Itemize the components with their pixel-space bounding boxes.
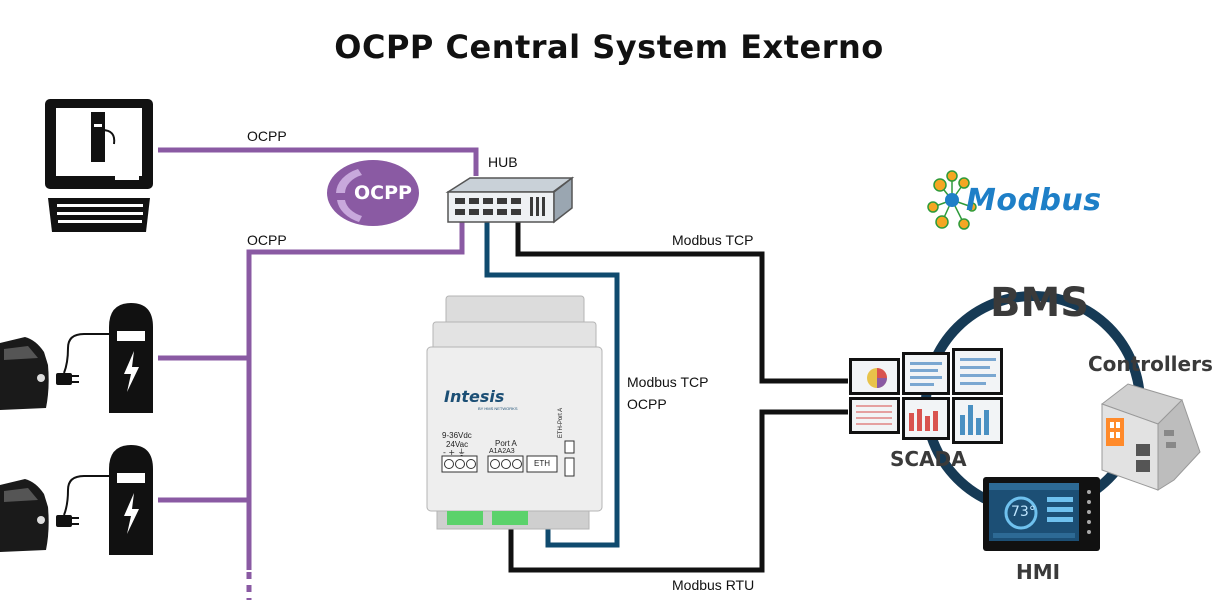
modbus-logo-text: Modbus <box>966 183 1102 218</box>
hmi-panel-icon <box>983 477 1100 551</box>
ocpp-top-label: OCPP <box>247 128 287 144</box>
scada-label: SCADA <box>890 447 967 471</box>
power-spec-2: 24Vac <box>446 440 469 449</box>
power-symbols: - + ⏚ <box>443 448 466 457</box>
modbus-rtu-label: Modbus RTU <box>672 577 755 593</box>
intesis-brand: Intesis <box>444 387 505 406</box>
port-a-pins: A1A2A3 <box>489 448 515 455</box>
modbus-tcp-side-label: Modbus TCP <box>627 374 709 390</box>
hub-label: HUB <box>488 154 518 170</box>
modbus-tcp-link-hub-to-scada <box>515 222 848 384</box>
network-hub-icon <box>445 176 575 224</box>
ocpp-side-label: OCPP <box>627 396 667 412</box>
eth-port-label: ETH-Port A <box>558 407 565 439</box>
controllers-label: Controllers <box>1088 352 1213 376</box>
central-system-computer-icon <box>45 99 153 232</box>
ocpp-logo-text: OCPP <box>354 182 412 204</box>
hmi-temperature: 73° <box>1011 504 1036 520</box>
intesis-gateway-device <box>426 295 603 530</box>
eth-label: ETH <box>534 459 550 468</box>
ocpp-link-hub-to-chargers <box>246 220 465 570</box>
power-spec-1: 9-36Vdc <box>442 431 472 440</box>
modbus-rtu-link-gateway-to-scada <box>508 409 848 573</box>
port-a-terminal <box>487 455 524 473</box>
diagram-title: OCPP Central System Externo <box>334 28 884 66</box>
modbus-tcp-link-hub-to-gateway <box>484 222 620 548</box>
controller-plc-icon <box>1100 383 1201 491</box>
ocpp-mid-label: OCPP <box>247 232 287 248</box>
modbus-logo-icon <box>927 170 977 230</box>
hmi-label: HMI <box>1016 560 1061 584</box>
ocpp-link-central-to-hub <box>158 147 479 176</box>
scada-monitors-icon <box>849 348 1003 444</box>
eth-port-box <box>526 455 558 473</box>
ocpp-logo <box>327 160 419 226</box>
intesis-brand-sub: BY HMS NETWORKS <box>478 406 518 411</box>
port-a-label: Port A <box>495 439 517 448</box>
power-terminal <box>441 455 478 473</box>
ocpp-wires <box>158 147 479 600</box>
ev-charger-2-icon <box>0 445 153 555</box>
bms-label: BMS <box>990 280 1090 326</box>
modbus-tcp-top-label: Modbus TCP <box>672 232 754 248</box>
ev-charger-1-icon <box>0 303 153 413</box>
